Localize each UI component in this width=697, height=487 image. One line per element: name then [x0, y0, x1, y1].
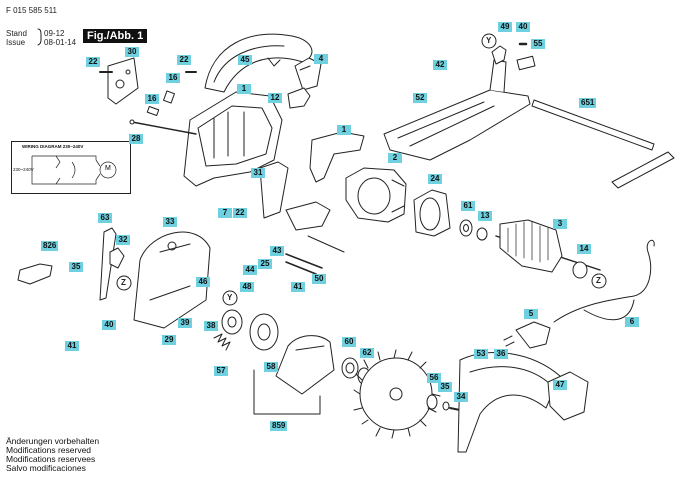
- doc-number: F 015 585 511: [6, 6, 58, 15]
- callout-28: 28: [129, 134, 143, 144]
- callout-41: 41: [65, 341, 79, 351]
- issue-label: Issue: [6, 38, 26, 47]
- callout-6: 6: [625, 317, 639, 327]
- power-cable: [553, 239, 655, 323]
- callout-36: 36: [494, 349, 508, 359]
- callout-31: 31: [251, 168, 265, 178]
- callout-5: 5: [524, 309, 538, 319]
- callout-46: 46: [196, 277, 210, 287]
- callout-33: 33: [163, 217, 177, 227]
- callout-22: 22: [86, 57, 100, 67]
- callout-12: 12: [268, 93, 282, 103]
- callout-48: 48: [240, 282, 254, 292]
- footer-note-es: Salvo modificaciones: [6, 463, 86, 473]
- callout-40: 40: [516, 22, 530, 32]
- footer-note-fr: Modifications reservees: [6, 454, 96, 464]
- callout-50: 50: [312, 274, 326, 284]
- callout-3: 3: [553, 219, 567, 229]
- callout-61: 61: [461, 201, 475, 211]
- callout-52: 52: [413, 93, 427, 103]
- callout-40: 40: [102, 320, 116, 330]
- handle-part: [204, 33, 313, 93]
- motor-housing: [183, 91, 283, 187]
- callout-62: 62: [360, 348, 374, 358]
- stand-value: 09-12: [44, 29, 65, 38]
- lower-guard: [133, 231, 211, 329]
- callout-60: 60: [342, 337, 356, 347]
- callout-1: 1: [337, 125, 351, 135]
- callout-859: 859: [270, 421, 288, 431]
- callout-34: 34: [454, 392, 468, 402]
- callout-58: 58: [264, 362, 278, 372]
- callout-32: 32: [116, 235, 130, 245]
- parallel-guide: [531, 99, 655, 151]
- callout-53: 53: [474, 349, 488, 359]
- callout-57: 57: [214, 366, 228, 376]
- issue-value: 08-01-14: [44, 38, 77, 47]
- motor-symbol: M: [105, 165, 111, 172]
- callout-45: 45: [238, 55, 252, 65]
- saw-blade: [353, 349, 441, 439]
- callout-16: 16: [145, 94, 159, 104]
- callout-55: 55: [531, 39, 545, 49]
- figure-label: Fig./Abb. 1: [83, 29, 148, 43]
- callout-22: 22: [233, 208, 247, 218]
- callout-30: 30: [125, 47, 139, 57]
- marker-y-2: Y: [486, 36, 492, 45]
- callout-38: 38: [204, 321, 218, 331]
- callout-826: 826: [41, 241, 59, 251]
- callout-651: 651: [579, 98, 597, 108]
- wiring-diagram-title: WIRING DIAGRAM 230~240V: [22, 144, 84, 149]
- callout-22: 22: [177, 55, 191, 65]
- callout-29: 29: [162, 335, 176, 345]
- callout-24: 24: [428, 174, 442, 184]
- base-plate: [383, 89, 531, 161]
- callout-35: 35: [438, 382, 452, 392]
- callout-47: 47: [553, 380, 567, 390]
- callout-4: 4: [314, 54, 328, 64]
- callout-43: 43: [270, 246, 284, 256]
- callout-39: 39: [178, 318, 192, 328]
- marker-z-2: Z: [596, 276, 601, 285]
- callout-7: 7: [218, 208, 232, 218]
- footer-note-en: Modifications reserved: [6, 445, 92, 455]
- callout-1: 1: [237, 84, 251, 94]
- callout-44: 44: [243, 265, 257, 275]
- wiring-diagram: WIRING DIAGRAM 230~240V 230~240V M: [11, 141, 131, 194]
- blade-guard: [457, 352, 561, 453]
- marker-z-1: Z: [121, 278, 126, 287]
- callout-56: 56: [427, 373, 441, 383]
- callout-16: 16: [166, 73, 180, 83]
- footer-note-de: Änderungen vorbehalten: [6, 436, 100, 446]
- marker-y-1: Y: [227, 293, 233, 302]
- wiring-diagram-voltage: 230~240V: [13, 167, 34, 172]
- callout-13: 13: [478, 211, 492, 221]
- callout-2: 2: [388, 153, 402, 163]
- callout-42: 42: [433, 60, 447, 70]
- callout-14: 14: [577, 244, 591, 254]
- callout-41: 41: [291, 282, 305, 292]
- callout-49: 49: [498, 22, 512, 32]
- callout-35: 35: [69, 262, 83, 272]
- switch-part: [294, 57, 322, 91]
- callout-25: 25: [258, 259, 272, 269]
- callout-63: 63: [98, 213, 112, 223]
- stand-label: Stand: [6, 29, 27, 38]
- fan: [413, 189, 451, 237]
- stator: [345, 167, 407, 223]
